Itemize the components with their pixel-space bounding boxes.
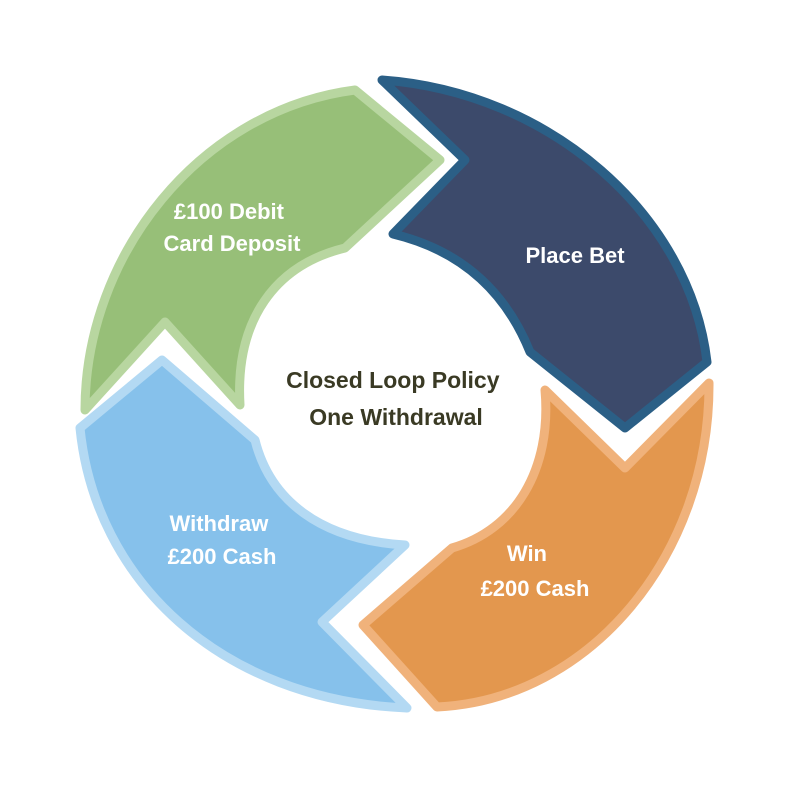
center-title: Closed Loop Policy One Withdrawal [286, 367, 506, 430]
withdraw-arrow [75, 355, 412, 713]
withdraw-label-line1: Withdraw [170, 511, 270, 536]
deposit-label: £100 Debit Card Deposit [164, 199, 302, 256]
win-label-line2: £200 Cash [481, 576, 590, 601]
win-label-line1: Win [507, 541, 547, 566]
win-arrow [358, 378, 714, 712]
deposit-arrow [80, 85, 445, 415]
deposit-label-line2: Card Deposit [164, 231, 302, 256]
win-label: Win £200 Cash [481, 541, 590, 601]
place-bet-label: Place Bet [525, 243, 625, 268]
withdraw-label: Withdraw £200 Cash [168, 511, 277, 569]
withdraw-label-line2: £200 Cash [168, 544, 277, 569]
place-bet-arrow [377, 75, 712, 433]
place-bet-label-line1: Place Bet [525, 243, 625, 268]
center-title-line2: One Withdrawal [309, 404, 483, 430]
deposit-label-line1: £100 Debit [174, 199, 285, 224]
center-title-line1: Closed Loop Policy [286, 367, 500, 393]
